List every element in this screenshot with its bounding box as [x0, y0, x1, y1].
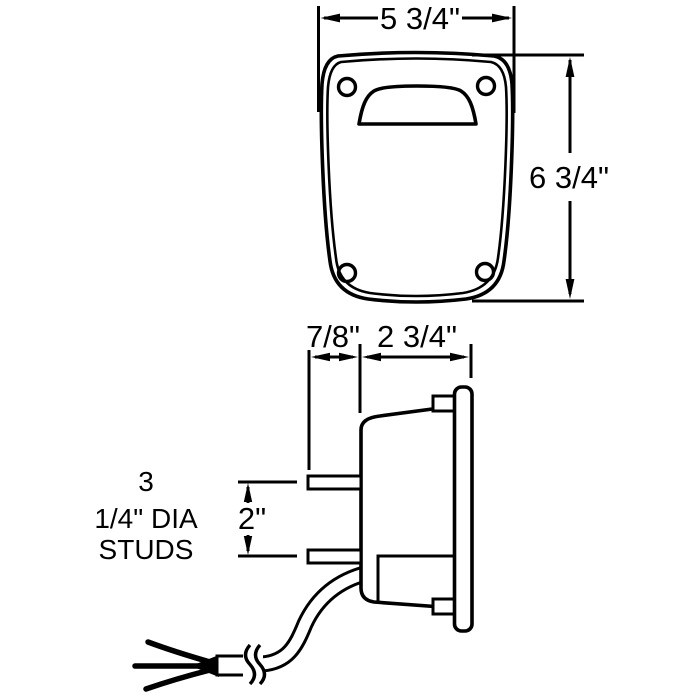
stud-upper	[306, 474, 363, 491]
arrowhead-left	[320, 13, 340, 23]
mounting-hole-bottom-left	[336, 262, 358, 284]
mount-tab-bottom	[431, 597, 457, 616]
stud-offset-label: 7/8"	[306, 319, 360, 354]
mounting-hole-top-left	[336, 76, 358, 98]
break-line-right	[253, 643, 267, 686]
wire-lead-bottom	[143, 667, 213, 692]
dimension-annotations: 5 3/4" 6 3/4" 7/8" 2 3/4" 2" 3 1/4" DIA …	[94, 1, 609, 565]
arrowhead-left	[311, 352, 330, 362]
stud-spacing-label: 2"	[238, 501, 266, 536]
body-depth-label: 2 3/4"	[377, 319, 457, 354]
license-light-window	[357, 84, 478, 126]
stud-lower	[306, 548, 363, 565]
flange-plate	[452, 385, 474, 633]
arrowhead-down	[243, 536, 253, 555]
cable-jacket	[215, 654, 247, 677]
side-view	[132, 385, 474, 692]
mount-tab-top	[431, 394, 457, 413]
wire-harness-tube-core	[239, 567, 370, 671]
arrowhead-right	[450, 352, 469, 362]
front-height-label: 6 3/4"	[529, 160, 609, 195]
mounting-hole-bottom-right	[474, 261, 496, 283]
arrowhead-left	[362, 352, 381, 362]
arrowhead-down	[565, 279, 575, 299]
arrowhead-up	[565, 57, 575, 77]
break-gap	[243, 646, 263, 684]
lamp-outline-inner	[326, 57, 508, 298]
arrowhead-right	[339, 352, 358, 362]
mounting-hole-top-right	[475, 75, 497, 97]
stud-note-line3: STUDS	[99, 534, 194, 565]
arrowhead-up	[243, 483, 253, 502]
break-line-left	[243, 643, 257, 686]
front-view	[319, 50, 515, 304]
housing-inner-step	[376, 554, 453, 601]
front-width-label: 5 3/4"	[380, 1, 460, 36]
housing-body	[359, 404, 457, 610]
stud-note-line2: 1/4" DIA	[94, 503, 198, 534]
lamp-outline-outer	[319, 50, 515, 304]
arrowhead-right	[492, 13, 512, 23]
stud-note-line1: 3	[138, 466, 154, 497]
wire-bundle-wedge	[191, 655, 219, 677]
wire-lead-top	[145, 639, 213, 665]
